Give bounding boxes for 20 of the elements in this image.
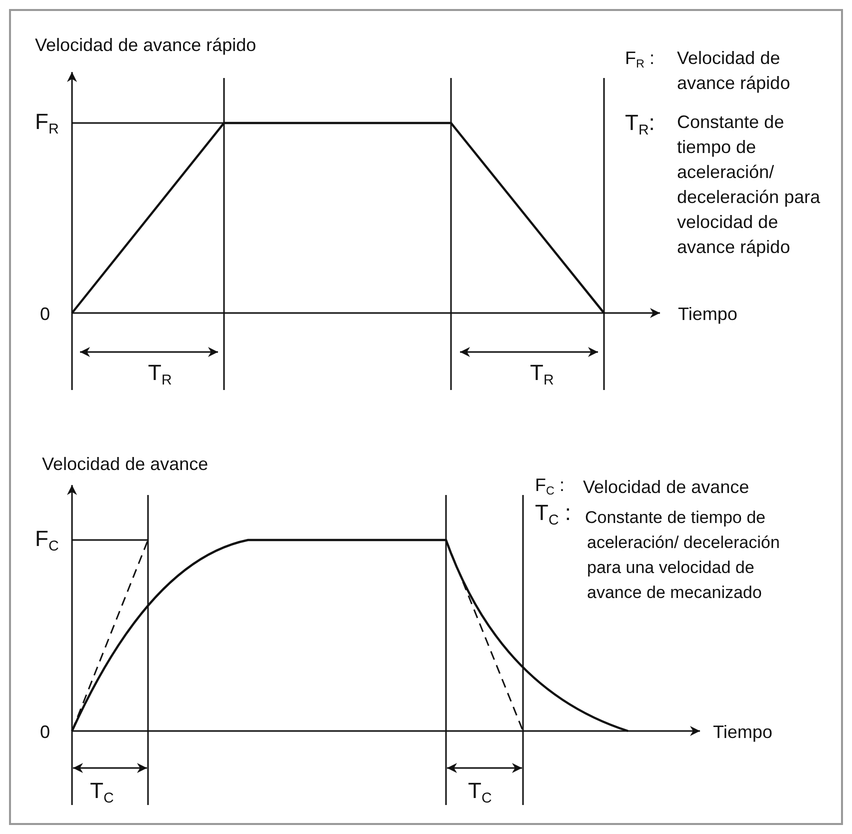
definition-text: Velocidad de avance — [583, 476, 750, 499]
symbol-label: F$_{C}$ : — [535, 474, 564, 500]
definition-text: Velocidad de avance rápido — [677, 47, 792, 95]
tick-label: F$_{R}$ — [35, 109, 59, 140]
tick-label: F$_{C}$ — [35, 526, 59, 556]
dimension-label: T$_{R}$ — [530, 360, 554, 390]
dimension-label: T$_{C}$ — [90, 778, 114, 808]
definition-text: Constante de tiempo de aceleración/ deceleración para velocidad de avance rápido — [677, 111, 822, 259]
axis-title: Velocidad de avance rápido — [35, 34, 256, 57]
symbol-label: F$_{R}$ : — [625, 47, 654, 72]
tick-label: 0 — [40, 721, 50, 744]
axis-title: Tiempo — [678, 303, 738, 326]
axis-title: Tiempo — [713, 721, 772, 744]
dimension-label: T$_{R}$ — [148, 360, 172, 390]
symbol-label: T$_{R}$: — [625, 110, 655, 140]
dimension-label: T$_{C}$ — [468, 778, 492, 808]
definition-text: Constante de tiempo de aceleración/ deceleración para una velocidad de avance de mecanizado — [587, 507, 781, 604]
symbol-label: T$_{C}$ : — [535, 500, 572, 530]
axis-title: Velocidad de avance — [42, 453, 208, 476]
tick-label: 0 — [40, 303, 50, 326]
